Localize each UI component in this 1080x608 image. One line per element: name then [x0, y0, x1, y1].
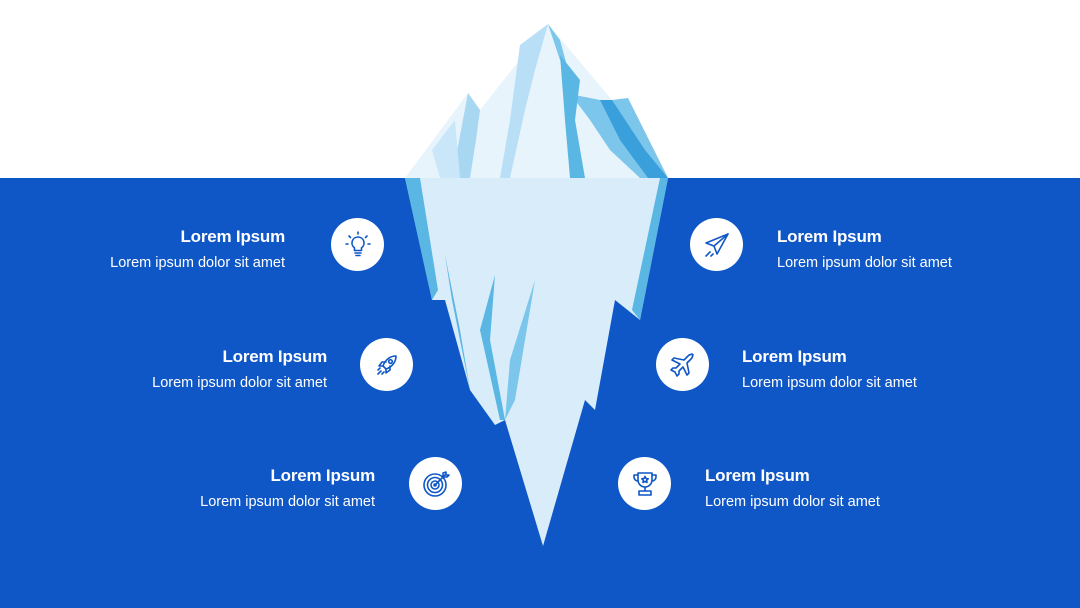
iceberg-tip-shade: [500, 24, 548, 178]
item-title: Lorem Ipsum: [222, 347, 327, 366]
item-title: Lorem Ipsum: [180, 227, 285, 246]
item-title: Lorem Ipsum: [270, 466, 375, 485]
paper-plane-icon: [690, 218, 743, 271]
iceberg-tip-shade: [560, 55, 585, 178]
item-description: Lorem ipsum dolor sit amet: [705, 494, 880, 510]
lightbulb-icon: [331, 218, 384, 271]
item-title: Lorem Ipsum: [777, 227, 882, 246]
iceberg-body-shade: [480, 275, 505, 420]
item-description: Lorem ipsum dolor sit amet: [110, 255, 285, 271]
item-title: Lorem Ipsum: [705, 466, 810, 485]
iceberg-body-shade: [405, 178, 438, 300]
iceberg-body: [405, 178, 668, 546]
iceberg-body-shade: [505, 280, 535, 420]
iceberg-body-shade: [632, 178, 668, 320]
airplane-icon: [656, 338, 709, 391]
target-icon: [409, 457, 462, 510]
iceberg-item-3: Lorem Ipsum Lorem ipsum dolor sit amet: [200, 466, 375, 511]
iceberg-item-2: Lorem Ipsum Lorem ipsum dolor sit amet: [152, 347, 327, 392]
rocket-icon: [360, 338, 413, 391]
item-title: Lorem Ipsum: [742, 347, 847, 366]
item-description: Lorem ipsum dolor sit amet: [152, 375, 327, 391]
iceberg-body-shade: [445, 255, 470, 390]
trophy-icon: [618, 457, 671, 510]
iceberg-tip-shade: [452, 93, 480, 178]
iceberg-item-4: Lorem Ipsum Lorem ipsum dolor sit amet: [777, 227, 952, 272]
iceberg-tip-shade: [432, 120, 460, 178]
item-description: Lorem ipsum dolor sit amet: [742, 375, 917, 391]
iceberg-item-5: Lorem Ipsum Lorem ipsum dolor sit amet: [742, 347, 917, 392]
iceberg-item-6: Lorem Ipsum Lorem ipsum dolor sit amet: [705, 466, 880, 511]
iceberg-item-1: Lorem Ipsum Lorem ipsum dolor sit amet: [110, 227, 285, 272]
item-description: Lorem ipsum dolor sit amet: [777, 255, 952, 271]
iceberg-tip-shade: [600, 100, 668, 178]
item-description: Lorem ipsum dolor sit amet: [200, 494, 375, 510]
